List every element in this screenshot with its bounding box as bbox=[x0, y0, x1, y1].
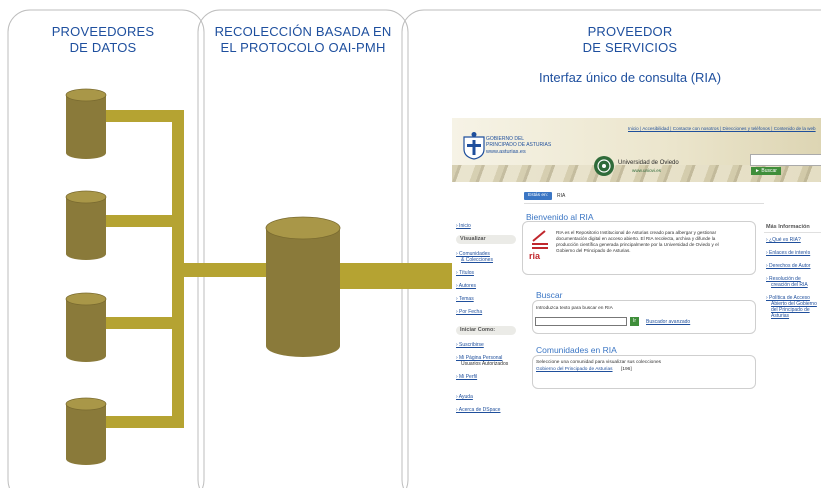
sidebar-item-authors[interactable]: › Autores bbox=[456, 283, 477, 289]
gov-url[interactable]: www.asturias.es bbox=[486, 149, 526, 155]
sidebar-item-home[interactable]: › Inicio bbox=[456, 223, 471, 229]
welcome-line-3: producción científica generada principal… bbox=[556, 242, 719, 247]
uni-name: Universidad de Oviedo bbox=[618, 160, 679, 166]
sidebar-heading-login: Iniciar Como: bbox=[456, 326, 516, 335]
more-info-resolution[interactable]: › Resolución de bbox=[766, 276, 801, 282]
header-search-button[interactable]: ► Buscar bbox=[751, 167, 781, 175]
panel-oai-harvesting bbox=[197, 9, 409, 488]
welcome-line-4: Gobierno del Principado de Asturias. bbox=[556, 248, 631, 253]
sidebar-item-about[interactable]: › Acerca de DSpace bbox=[456, 407, 501, 413]
more-info-copyright[interactable]: › Derechos de Autor bbox=[766, 263, 811, 269]
sidebar-item-subscribe[interactable]: › Suscribirse bbox=[456, 342, 484, 348]
more-info-policy-4[interactable]: Asturias bbox=[771, 313, 790, 319]
ria-header-band bbox=[452, 165, 821, 182]
pipe-branch-3 bbox=[104, 317, 184, 329]
sidebar-authorized-users: Usuarios Autorizados bbox=[461, 361, 509, 367]
database-icon bbox=[65, 190, 107, 260]
sidebar-item-communities[interactable]: › Comunidades bbox=[456, 251, 490, 257]
column-title-service-provider: PROVEEDOR DE SERVICIOS bbox=[582, 24, 678, 55]
welcome-title: Bienvenido al RIA bbox=[526, 212, 594, 222]
sidebar-item-collections[interactable]: & Colecciones bbox=[461, 257, 493, 263]
more-info-resolution-2[interactable]: creación del RIA bbox=[771, 282, 808, 288]
database-icon bbox=[65, 397, 107, 465]
communities-prompt: Seleccione una comunidad para visualizar… bbox=[536, 360, 662, 365]
welcome-line-1: RIA es el Repositorio Institucional de A… bbox=[556, 230, 717, 235]
gov-name-1: GOBIERNO DEL bbox=[486, 136, 525, 142]
more-info-heading: Más Información bbox=[766, 224, 810, 230]
breadcrumb-value[interactable]: RIA bbox=[557, 193, 566, 199]
pipe-branch-1 bbox=[104, 110, 184, 122]
database-icon bbox=[265, 216, 341, 357]
more-info-what-is[interactable]: › ¿Qué es RIA? bbox=[766, 237, 801, 243]
shield-icon bbox=[463, 132, 485, 160]
pipe-to-service bbox=[338, 263, 456, 289]
search-prompt: Introduzca texto para buscar en RIA bbox=[536, 306, 613, 311]
ria-logo-icon bbox=[532, 230, 548, 249]
communities-title: Comunidades en RIA bbox=[536, 345, 617, 355]
more-info-policy-3[interactable]: del Principado de bbox=[771, 307, 810, 313]
university-logo-icon bbox=[594, 156, 614, 176]
service-subtitle: Interfaz único de consulta (RIA) bbox=[538, 70, 722, 85]
sidebar-heading-browse: Visualizar bbox=[456, 235, 516, 244]
more-info-links[interactable]: › Enlaces de interés bbox=[766, 250, 811, 256]
panel-service-provider bbox=[401, 9, 821, 488]
sidebar-item-help[interactable]: › Ayuda bbox=[456, 394, 473, 400]
search-title: Buscar bbox=[536, 290, 563, 300]
sidebar-item-profile[interactable]: › Mi Perfil bbox=[456, 374, 478, 380]
header-search-input[interactable] bbox=[750, 154, 821, 166]
breadcrumb-bar bbox=[524, 203, 764, 204]
column-title-data-providers: PROVEEDORES DE DATOS bbox=[51, 24, 155, 55]
uni-url[interactable]: www.uniovi.es bbox=[632, 168, 662, 173]
breadcrumb-label: Estás en: bbox=[524, 192, 552, 200]
pipe-network bbox=[104, 110, 456, 428]
communities-box bbox=[532, 355, 756, 389]
column-title-oai-harvesting: RECOLECCIÓN BASADA EN EL PROTOCOLO OAI-P… bbox=[214, 24, 392, 55]
pipe-branch-4 bbox=[104, 416, 184, 428]
panel-data-providers bbox=[7, 9, 205, 488]
sidebar-item-subjects[interactable]: › Temas bbox=[456, 296, 474, 302]
sidebar-item-titles[interactable]: › Títulos bbox=[456, 270, 474, 276]
search-go-button[interactable]: Ir bbox=[630, 317, 639, 326]
ria-logo-text: ria bbox=[529, 251, 541, 261]
database-icon bbox=[65, 292, 107, 362]
welcome-box bbox=[522, 221, 756, 275]
community-link[interactable]: Gobierno del Principado de Asturias bbox=[536, 367, 613, 372]
advanced-search-link[interactable]: Buscador avanzado bbox=[646, 319, 691, 325]
more-info-policy[interactable]: › Política de Acceso bbox=[766, 295, 810, 301]
community-count: [196] bbox=[621, 367, 632, 372]
gov-name-2: PRINCIPADO DE ASTURIAS bbox=[486, 142, 552, 148]
search-input[interactable] bbox=[535, 317, 627, 326]
top-links[interactable]: Inicio | Accesibilidad | Contacte con no… bbox=[628, 126, 816, 131]
sidebar-item-by-date[interactable]: › Por Fecha bbox=[456, 309, 483, 315]
welcome-line-2: documentación digital en acceso abierto.… bbox=[556, 236, 716, 241]
sidebar-item-personal-page[interactable]: › Mi Página Personal bbox=[456, 355, 503, 361]
ria-page-screenshot: Inicio | Accesibilidad | Contacte con no… bbox=[452, 118, 821, 426]
pipe-to-harvester bbox=[172, 263, 272, 277]
more-info-policy-2[interactable]: Abierto del Gobierno bbox=[771, 301, 817, 307]
pipe-branch-2 bbox=[104, 215, 184, 227]
database-icon bbox=[65, 88, 107, 159]
more-info-rule bbox=[764, 232, 821, 233]
